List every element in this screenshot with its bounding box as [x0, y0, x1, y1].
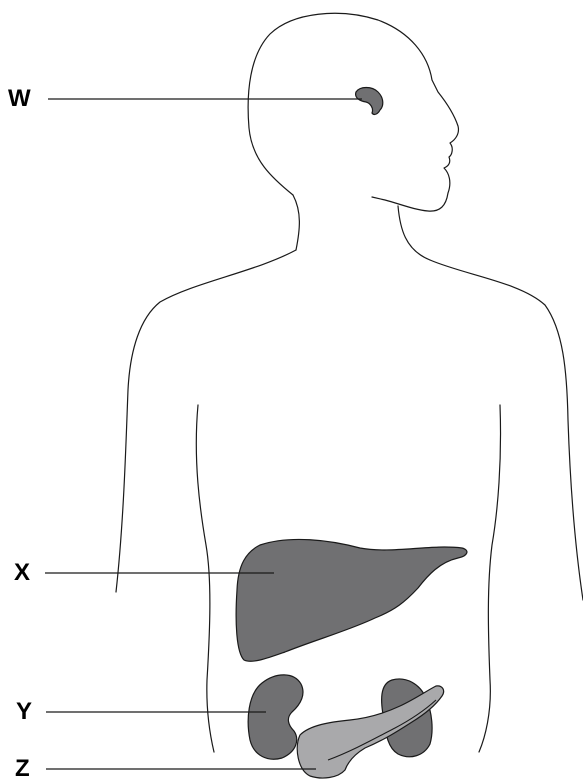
organ-w	[356, 88, 383, 115]
label-w: W	[8, 87, 31, 111]
organ-x	[236, 539, 467, 661]
left-shoulder-arm-outline	[116, 250, 296, 592]
neck-right-outline	[398, 206, 430, 260]
head-outline	[248, 13, 458, 211]
organ-y	[248, 675, 303, 759]
label-z: Z	[15, 757, 30, 781]
label-y: Y	[16, 700, 32, 724]
left-torso-outline	[196, 405, 214, 752]
neck-left-outline	[293, 195, 299, 250]
label-x: X	[14, 561, 30, 585]
right-torso-outline	[479, 405, 501, 752]
